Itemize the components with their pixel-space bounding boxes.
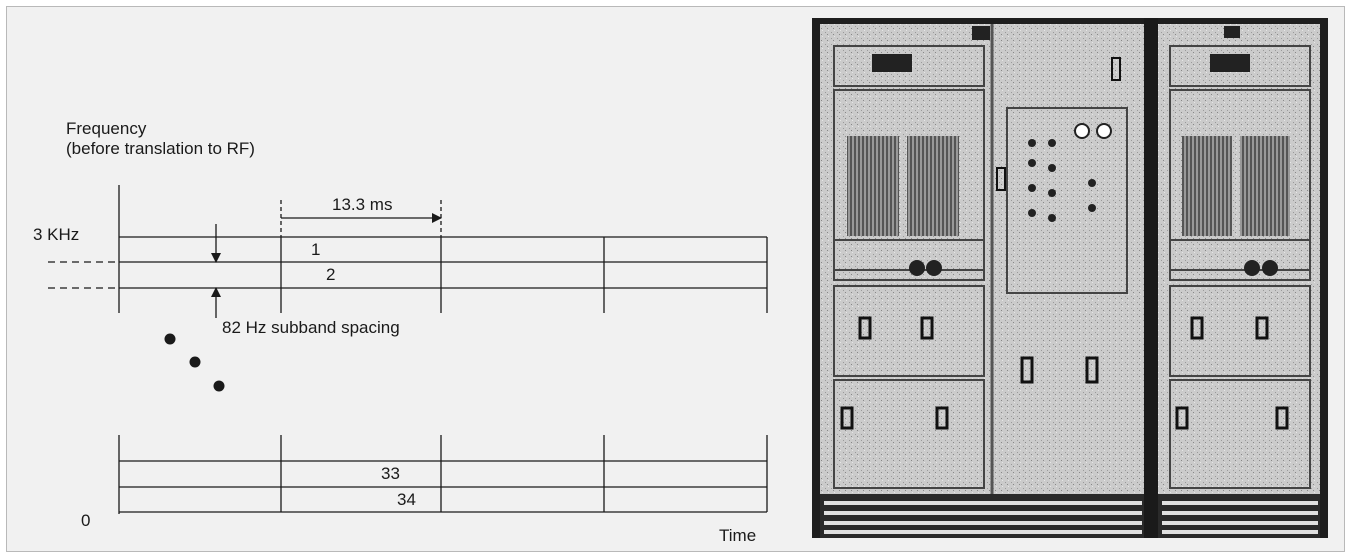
frame-duration-label: 13.3 ms (332, 195, 393, 214)
subband-spacing-label: 82 Hz subband spacing (222, 318, 400, 337)
time-axis-label: Time (719, 526, 757, 545)
ellipsis-dot (189, 356, 201, 368)
subband-label: 33 (381, 464, 400, 483)
frequency-axis-title: Frequency (66, 119, 147, 138)
equipment-rack-photo (812, 18, 1328, 538)
subband-label: 2 (326, 265, 336, 284)
bottom-frequency-label: 0 (81, 511, 91, 530)
subband-timing-diagram (48, 185, 768, 514)
frequency-axis-subtitle: (before translation to RF) (66, 139, 255, 158)
ellipsis-dot (213, 380, 225, 392)
subband-label: 1 (311, 240, 321, 259)
subband-label: 34 (397, 490, 416, 509)
top-frequency-label: 3 KHz (33, 225, 80, 244)
ellipsis-dot (164, 333, 176, 345)
